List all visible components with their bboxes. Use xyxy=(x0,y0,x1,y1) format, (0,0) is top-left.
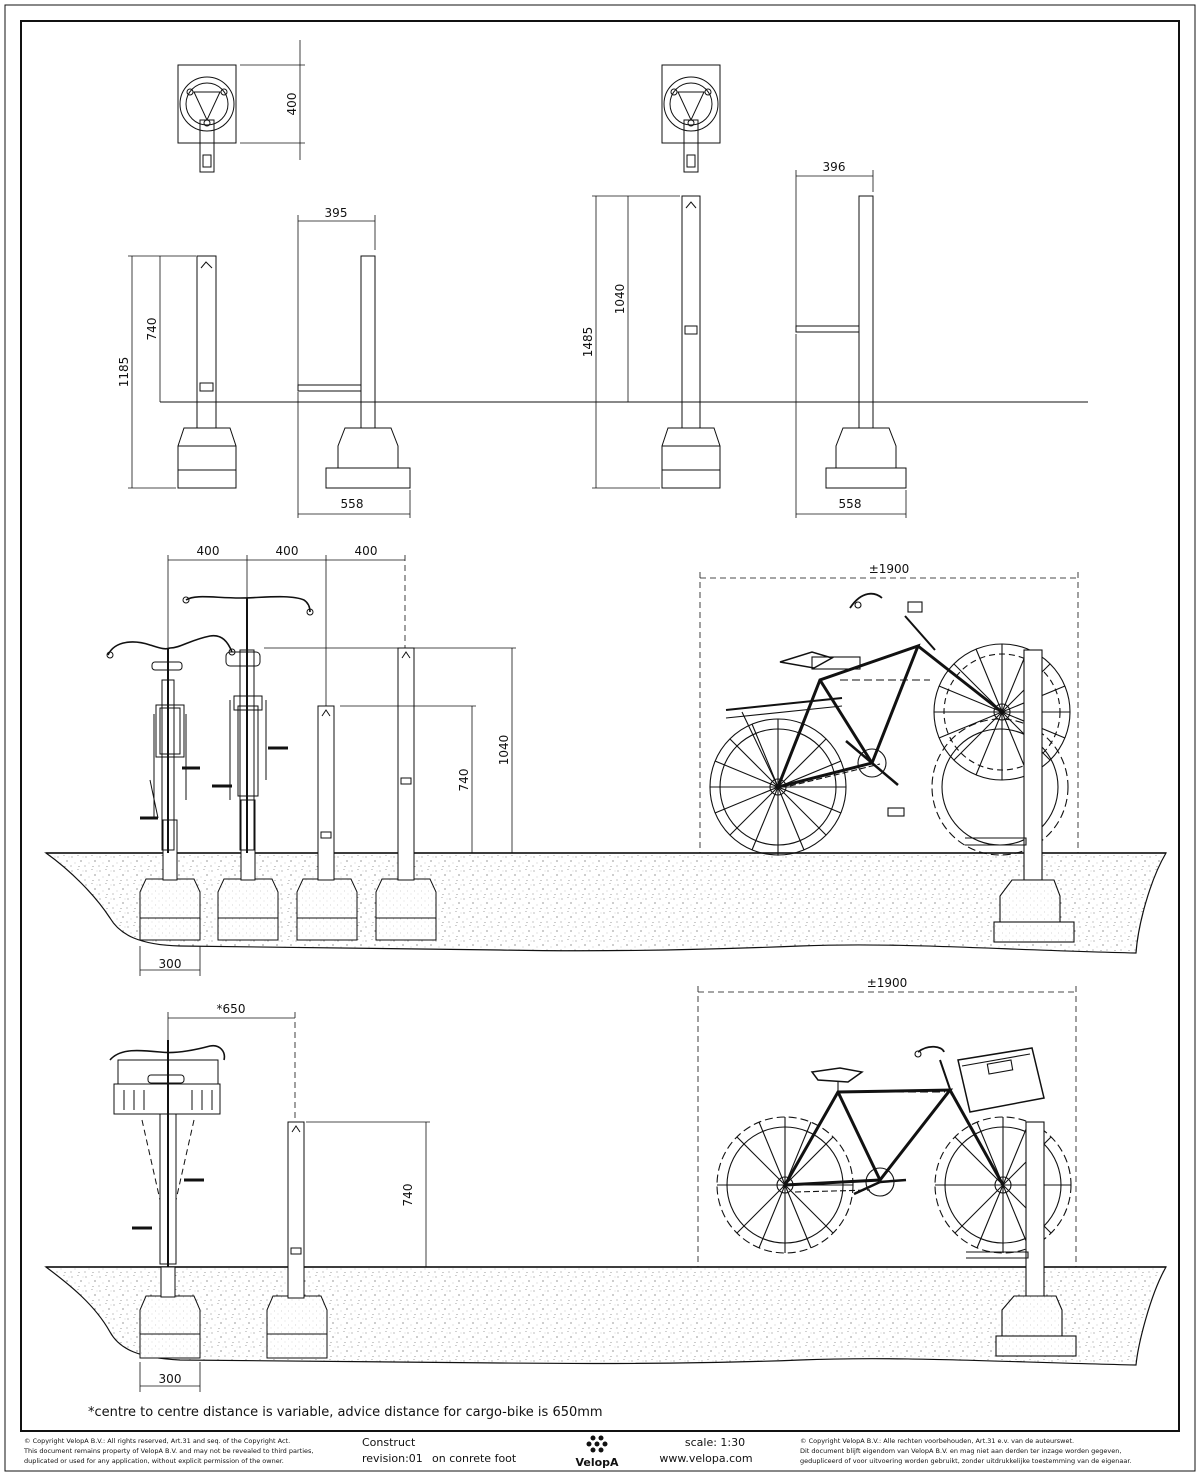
dim-row2-spacing: *650 xyxy=(217,1002,246,1016)
front-cargo-bike xyxy=(109,1040,226,1298)
title-block: © Copyright VelopA B.V.: All rights rese… xyxy=(21,1430,1179,1469)
dim-row2-bike-length: ±1900 xyxy=(867,976,908,990)
copyright-nl-line-2: Dit document blijft eigendom van VelopA … xyxy=(800,1447,1121,1455)
top-dimension-lines xyxy=(128,40,907,518)
dim-side-left-base: 558 xyxy=(341,497,364,511)
dim-spacing-1: 400 xyxy=(197,544,220,558)
top-section xyxy=(128,40,1088,518)
sheet-border xyxy=(4,4,1196,1472)
website-label: www.velopa.com xyxy=(659,1452,752,1465)
copyright-en-line-3: duplicated or used for any application, … xyxy=(24,1457,284,1465)
row2-post-740 xyxy=(287,1121,305,1299)
dimension-labels: 400 1185 740 395 558 1485 1040 396 558 4… xyxy=(117,93,909,1386)
dim-side-right-base: 558 xyxy=(839,497,862,511)
velopa-logo-text: VelopA xyxy=(575,1456,619,1469)
side-cargo-bike xyxy=(716,1045,1077,1357)
dim-front-right-tube: 1040 xyxy=(613,284,627,315)
dim-top-left-width: 400 xyxy=(285,93,299,116)
row1-section xyxy=(44,555,1168,976)
drawing-frame xyxy=(20,20,1180,1432)
row2-foot-2 xyxy=(266,1295,328,1359)
row1-foot-3 xyxy=(296,878,358,941)
velopa-logo-icon xyxy=(586,1435,608,1453)
front-view-right xyxy=(661,195,721,489)
row1-foot-4 xyxy=(375,878,437,941)
row1-foot-1 xyxy=(139,878,201,941)
dim-front-left-height: 1185 xyxy=(117,357,131,388)
dim-side-left-offset: 395 xyxy=(325,206,348,220)
dim-front-left-tube: 740 xyxy=(145,318,159,341)
side-view-left xyxy=(297,255,411,489)
dim-spacing-2: 400 xyxy=(276,544,299,558)
side-bike-row1 xyxy=(709,592,1075,943)
front-view-left xyxy=(177,255,237,489)
plan-view-right xyxy=(661,64,721,173)
row1-foot-2 xyxy=(217,878,279,941)
front-bike-high xyxy=(182,595,314,853)
footnote: *centre to centre distance is variable, … xyxy=(88,1405,603,1420)
foot-type-label: on conrete foot xyxy=(432,1452,517,1465)
construct-label: Construct xyxy=(362,1436,416,1449)
dim-row2-height: 740 xyxy=(401,1184,415,1207)
row2-dimension-lines xyxy=(139,986,1077,1392)
row1-post-740 xyxy=(317,705,335,881)
dim-spacing-3: 400 xyxy=(355,544,378,558)
row1-dimension-lines xyxy=(139,555,1079,976)
row1-post-1040 xyxy=(397,647,415,881)
front-bike-low xyxy=(106,634,236,853)
dim-front-right-height: 1485 xyxy=(581,327,595,358)
copyright-en-line-1: © Copyright VelopA B.V.: All rights rese… xyxy=(24,1437,290,1445)
copyright-nl-line-1: © Copyright VelopA B.V.: Alle rechten vo… xyxy=(800,1437,1074,1445)
dim-row1-bike-length: ±1900 xyxy=(869,562,910,576)
dim-row1-low: 740 xyxy=(457,769,471,792)
copyright-nl-line-3: gedupliceerd of voor uitvoering worden g… xyxy=(800,1457,1132,1465)
row2-foot-1 xyxy=(139,1295,201,1359)
copyright-en-line-2: This document remains property of VelopA… xyxy=(23,1447,313,1455)
revision-label: revision:01 xyxy=(362,1452,423,1465)
side-view-right xyxy=(795,195,907,489)
scale-label: scale: 1:30 xyxy=(685,1436,745,1449)
row2-section xyxy=(44,986,1168,1392)
dim-row2-foot: 300 xyxy=(159,1372,182,1386)
dim-side-right-offset: 396 xyxy=(823,160,846,174)
dim-row1-foot: 300 xyxy=(159,957,182,971)
plan-view-left xyxy=(177,64,237,173)
dim-row1-high: 1040 xyxy=(497,735,511,766)
